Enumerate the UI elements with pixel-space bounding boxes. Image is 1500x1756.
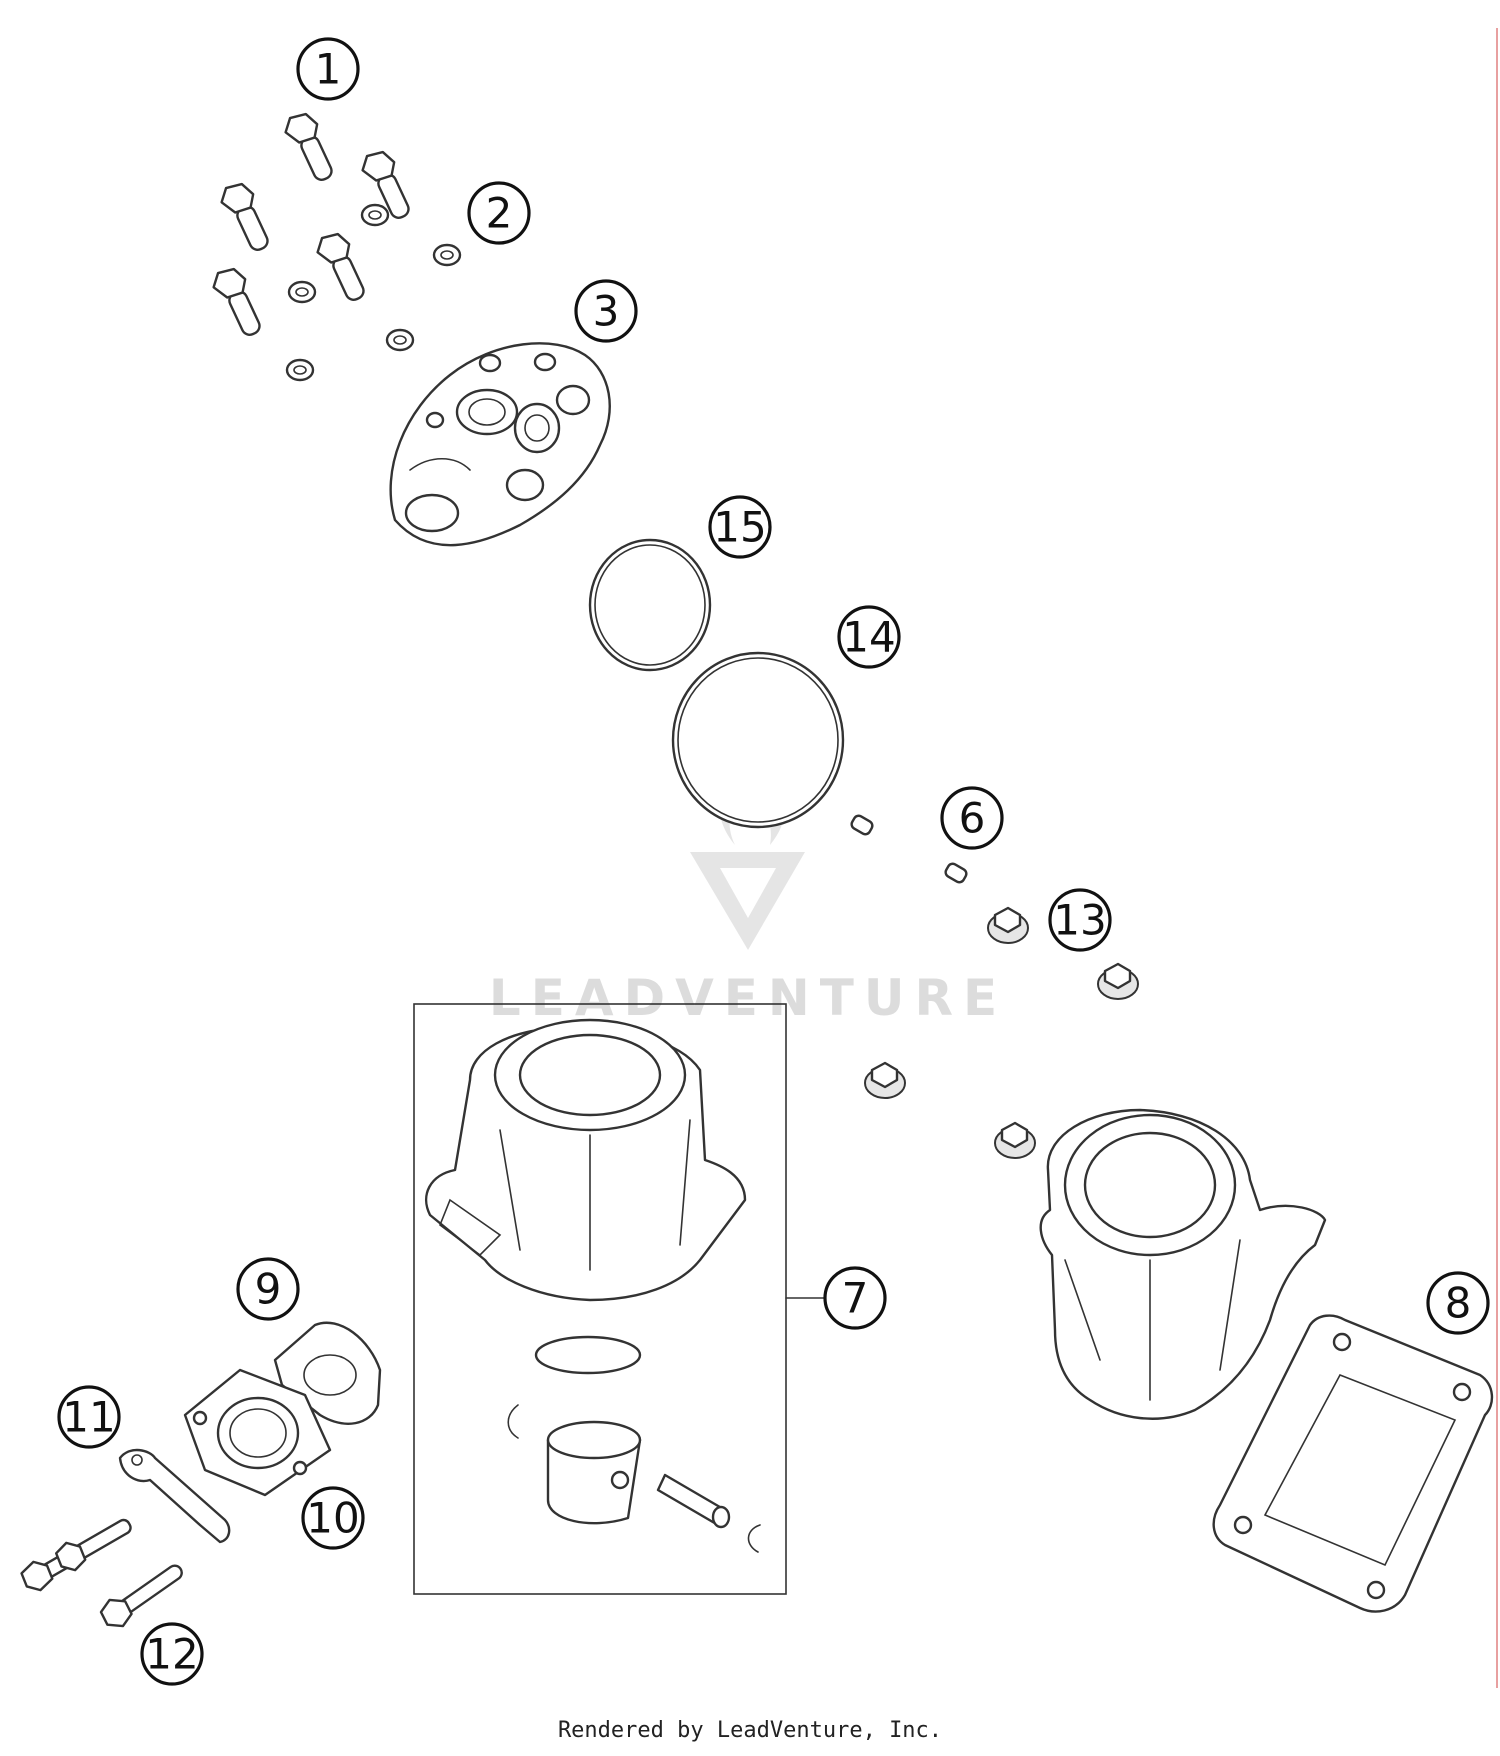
callout-label: 8 bbox=[1445, 1279, 1472, 1328]
callout-12: 12 bbox=[140, 1622, 204, 1686]
flange-bolts-and-bracket bbox=[20, 1448, 231, 1592]
callout-14: 14 bbox=[837, 605, 901, 669]
callout-label: 13 bbox=[1053, 896, 1106, 945]
callout-9: 9 bbox=[236, 1257, 300, 1321]
callout-label: 11 bbox=[62, 1393, 115, 1442]
page-edge-line bbox=[1496, 28, 1498, 1688]
callout-3: 3 bbox=[574, 279, 638, 343]
callout-15: 15 bbox=[708, 495, 772, 559]
callout-10: 10 bbox=[301, 1486, 365, 1550]
callout-label: 2 bbox=[486, 189, 513, 238]
watermark: LEADVENTURE bbox=[489, 745, 1007, 1027]
callout-label: 14 bbox=[842, 613, 895, 662]
o-ring-small bbox=[588, 538, 712, 672]
cylinder-piston-kit bbox=[413, 1003, 825, 1595]
callout-label: 9 bbox=[255, 1265, 282, 1314]
cylinder bbox=[1039, 1108, 1327, 1420]
intake-flange bbox=[183, 1368, 332, 1497]
watermark-text: LEADVENTURE bbox=[489, 969, 1007, 1027]
dowel-pins bbox=[850, 814, 968, 884]
cylinder-head bbox=[389, 342, 611, 547]
callout-1: 1 bbox=[296, 37, 360, 101]
callout-8: 8 bbox=[1426, 1271, 1490, 1335]
callout-11: 11 bbox=[57, 1385, 121, 1449]
callout-7: 7 bbox=[823, 1266, 887, 1330]
callout-label: 3 bbox=[593, 287, 620, 336]
callout-2: 2 bbox=[467, 181, 531, 245]
callout-label: 10 bbox=[306, 1494, 359, 1543]
callout-label: 7 bbox=[842, 1274, 869, 1323]
washers bbox=[285, 203, 462, 382]
footer-caption: Rendered by LeadVenture, Inc. bbox=[557, 1718, 943, 1743]
o-ring-large bbox=[671, 651, 845, 829]
callout-13: 13 bbox=[1048, 888, 1112, 952]
cylinder-head-bolts bbox=[212, 112, 410, 336]
flange-nuts bbox=[864, 906, 1139, 1159]
watermark-chevron-icon bbox=[690, 852, 805, 950]
callout-label: 15 bbox=[713, 503, 766, 552]
cylinder-base-gasket bbox=[1212, 1314, 1494, 1613]
callout-label: 1 bbox=[315, 45, 342, 94]
callout-label: 6 bbox=[959, 794, 986, 843]
callout-label: 12 bbox=[145, 1630, 198, 1679]
callout-6: 6 bbox=[940, 786, 1004, 850]
bolt bbox=[99, 1564, 183, 1628]
